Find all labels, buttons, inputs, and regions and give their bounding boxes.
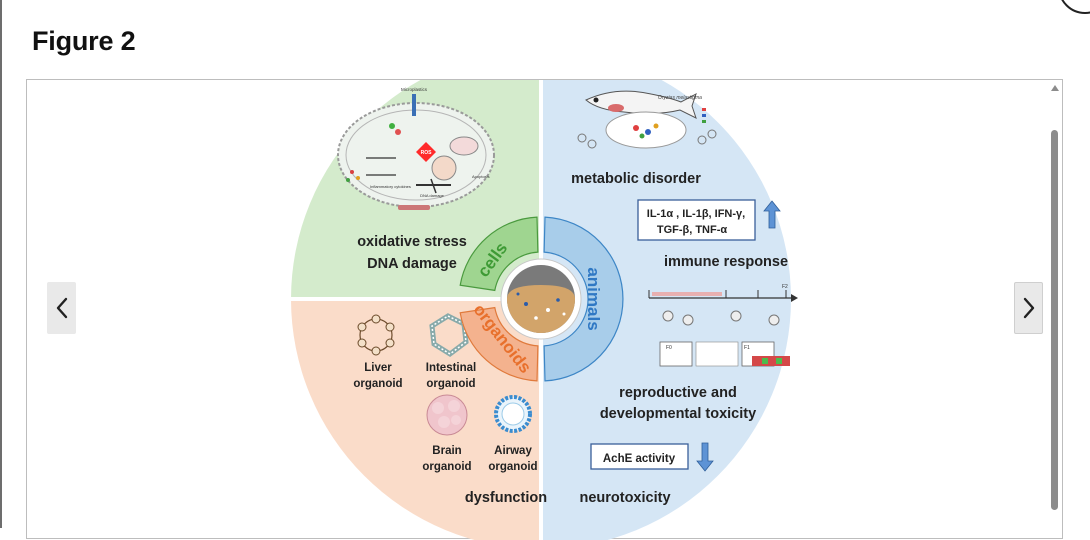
cell-cytokines-label: Inflammatory cytokines <box>370 184 411 189</box>
timeline-f1: F1 <box>744 345 750 351</box>
page-title: Figure 2 <box>32 26 136 56</box>
fish-illustration <box>577 90 717 149</box>
cell-ros-label: ROS <box>421 150 433 156</box>
cytokines-line2: TGF-β, TNF-α <box>657 224 728 236</box>
chevron-left-icon <box>56 297 67 319</box>
scrollbar-thumb[interactable] <box>1051 130 1058 510</box>
airway-organoid-label: organoid <box>488 461 537 473</box>
airway-label: Airway <box>494 445 532 457</box>
figure-image: Microplastics ROS DNA damage Apoptosis I… <box>286 80 798 540</box>
generation-timeline <box>648 290 798 367</box>
dysfunction-label: dysfunction <box>465 490 547 506</box>
cell-illustration <box>337 94 495 210</box>
previous-figure-button[interactable] <box>47 282 76 334</box>
fish-species-label: Oryzias melastigma <box>658 95 702 101</box>
liver-organoid-icon <box>357 314 395 356</box>
triangle-up-icon[interactable] <box>1051 85 1059 91</box>
model-ring <box>459 216 624 382</box>
corner-close-icon[interactable] <box>1058 0 1090 14</box>
cytokines-line1: IL-1α , IL-1β, IFN-γ, <box>647 208 745 220</box>
brain-organoid-icon <box>426 394 468 436</box>
neurotoxicity-label: neurotoxicity <box>579 490 670 506</box>
window-edge <box>0 0 2 528</box>
chevron-right-icon <box>1023 297 1034 319</box>
decrease-arrow-icon <box>696 442 714 472</box>
next-figure-button[interactable] <box>1014 282 1043 334</box>
intestinal-organoid-label: organoid <box>426 378 475 390</box>
cell-microplastics-label: Microplastics <box>401 87 428 92</box>
ache-activity-label: AchE activity <box>603 453 676 465</box>
metabolic-disorder-label: metabolic disorder <box>571 171 701 187</box>
timeline-f2: F2 <box>782 284 788 290</box>
ring-animals <box>543 216 624 382</box>
timeline-f0: F0 <box>666 345 672 351</box>
reproductive-label: reproductive and <box>619 385 737 401</box>
center-microplastics-dish-icon <box>500 258 582 340</box>
liver-organoid-label: organoid <box>353 378 402 390</box>
oxidative-stress-label: oxidative stress <box>357 234 467 250</box>
liver-label: Liver <box>364 362 392 374</box>
cell-apoptosis-label: Apoptosis <box>472 174 490 179</box>
airway-organoid-icon <box>494 395 532 433</box>
brain-organoid-label: organoid <box>422 461 471 473</box>
cell-dna-damage-label: DNA damage <box>420 193 445 198</box>
immune-response-label: immune response <box>664 254 788 270</box>
developmental-toxicity-label: developmental toxicity <box>600 406 756 422</box>
dna-damage-label: DNA damage <box>367 256 457 272</box>
ring-cells <box>459 216 539 292</box>
intestinal-label: Intestinal <box>426 362 476 374</box>
brain-label: Brain <box>432 445 461 457</box>
ring-organoids <box>459 306 539 382</box>
figure-viewer: Microplastics ROS DNA damage Apoptosis I… <box>26 79 1063 540</box>
ache-box <box>590 443 689 470</box>
ring-animals-label: animals <box>584 267 603 330</box>
cytokine-box <box>637 199 756 241</box>
increase-arrow-icon <box>763 200 781 229</box>
vertical-scrollbar[interactable] <box>1048 82 1062 528</box>
